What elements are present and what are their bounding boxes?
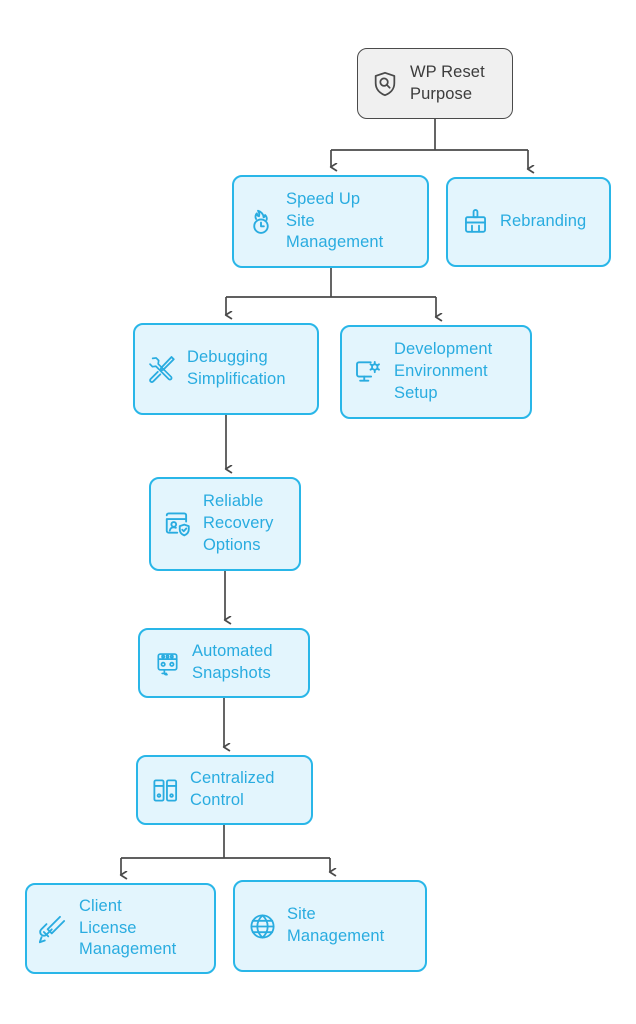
node-label-centralized-control: Centralized Control bbox=[190, 769, 275, 809]
node-label-debugging-simplification: Debugging Simplification bbox=[187, 348, 286, 388]
node-label-rebranding: Rebranding bbox=[500, 212, 587, 231]
node-speed-up-site-management[interactable]: Speed Up Site Management bbox=[232, 175, 429, 268]
snapshot-camera-icon bbox=[152, 648, 182, 678]
node-label-automated-snapshots: Automated Snapshots bbox=[192, 642, 273, 682]
node-label-wp-reset-purpose: WP Reset Purpose bbox=[410, 62, 485, 103]
monitor-gear-icon bbox=[354, 357, 384, 387]
certificate-diploma-icon bbox=[39, 914, 69, 944]
paint-brush-icon bbox=[460, 207, 490, 237]
node-label-client-license-management: Client License Management bbox=[79, 896, 177, 959]
node-client-license-management[interactable]: Client License Management bbox=[25, 883, 216, 974]
node-centralized-control[interactable]: Centralized Control bbox=[136, 755, 313, 825]
node-wp-reset-purpose[interactable]: WP Reset Purpose bbox=[357, 48, 513, 119]
node-label-reliable-recovery-options: Reliable Recovery Options bbox=[203, 492, 274, 554]
node-label-development-environment-setup: Development Environment Setup bbox=[394, 340, 493, 402]
binders-archive-icon bbox=[150, 775, 180, 805]
node-label-site-management: Site Management bbox=[287, 905, 385, 945]
node-development-environment-setup[interactable]: Development Environment Setup bbox=[340, 325, 532, 419]
shield-search-icon bbox=[370, 69, 400, 99]
window-profile-shield-check-icon bbox=[163, 509, 193, 539]
node-site-management[interactable]: Site Management bbox=[233, 880, 427, 972]
tools-wrench-screwdriver-icon bbox=[147, 354, 177, 384]
flame-clock-icon bbox=[246, 207, 276, 237]
globe-icon bbox=[247, 911, 277, 941]
node-reliable-recovery-options[interactable]: Reliable Recovery Options bbox=[149, 477, 301, 571]
node-automated-snapshots[interactable]: Automated Snapshots bbox=[138, 628, 310, 698]
node-label-speed-up-site-management: Speed Up Site Management bbox=[286, 189, 384, 252]
node-debugging-simplification[interactable]: Debugging Simplification bbox=[133, 323, 319, 415]
node-rebranding[interactable]: Rebranding bbox=[446, 177, 611, 267]
